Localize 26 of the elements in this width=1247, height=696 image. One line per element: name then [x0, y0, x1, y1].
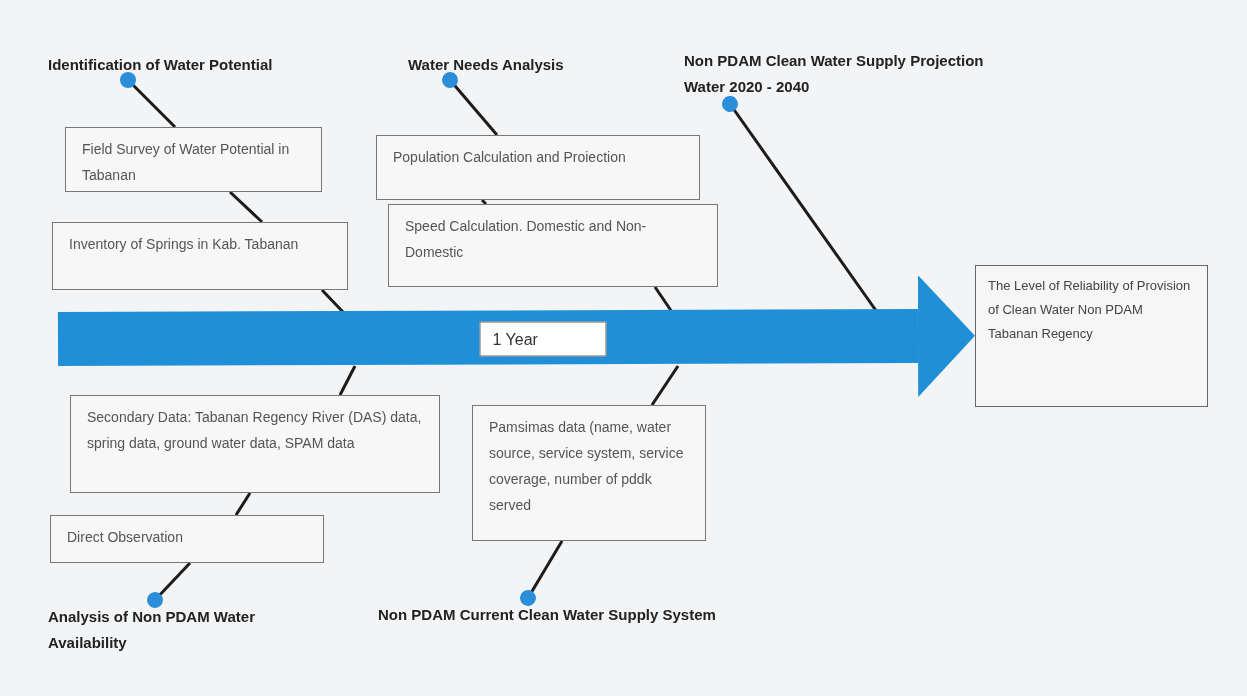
branch-line — [147, 561, 192, 608]
branch-line — [228, 190, 264, 224]
branch-line — [653, 286, 674, 313]
effect-box: The Level of Reliability of Provision of Clean Water Non PDAM Tabanan Regency — [975, 265, 1208, 407]
timeline-arrow — [57, 275, 975, 397]
cause-box: Population Calculation and Proiection — [376, 135, 700, 200]
cause-box: Inventory of Springs in Kab. Tabanan — [52, 222, 348, 290]
cause-box: Secondary Data: Tabanan Regency River (DAS) data, spring data, ground water data, SPAM data — [70, 395, 440, 493]
branch-heading: Identification of Water Potential — [48, 52, 393, 76]
branch-line — [650, 365, 680, 406]
branch-line — [520, 540, 564, 606]
edge-label: 1 Year — [479, 321, 607, 357]
branch-line — [234, 492, 252, 516]
branch-heading: Non PDAM Clean Water Supply Projection Water 2020 - 2040 — [684, 48, 1014, 100]
cause-box: Direct Observation — [50, 515, 324, 563]
branch-line — [120, 72, 177, 129]
branch-line — [480, 198, 488, 206]
branch-line — [320, 288, 345, 314]
branch-line — [338, 365, 357, 396]
branch-heading: Analysis of Non PDAM Water Availability — [48, 604, 298, 660]
branch-heading: Water Needs Analysis — [408, 52, 643, 76]
cause-box: Field Survey of Water Potential in Tabanan — [65, 127, 322, 192]
cause-box: Speed Calculation. Domestic and Non-Domestic — [388, 204, 718, 287]
cause-box: Pamsimas data (name, water source, service system, service coverage, number of pddk served — [472, 405, 706, 541]
branch-heading: Non PDAM Current Clean Water Supply System — [378, 602, 888, 626]
branch-line — [442, 72, 499, 136]
